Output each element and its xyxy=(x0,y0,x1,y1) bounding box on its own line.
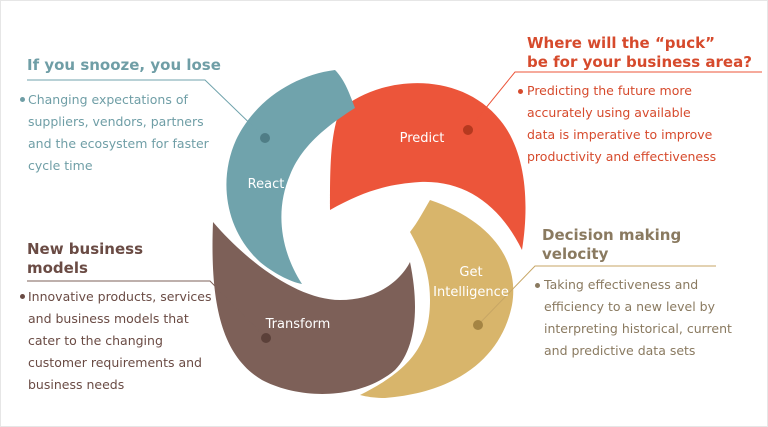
intelligence-callout-heading-line2: velocity xyxy=(542,245,609,263)
predict-callout: Where will the “puck” be for your busine… xyxy=(527,34,763,72)
intelligence-connector-line xyxy=(477,265,716,326)
predict-callout-heading-line2: be for your business area? xyxy=(527,53,752,71)
intelligence-callout-line: and predictive data sets xyxy=(544,343,696,358)
predict-callout-line: data is imperative to improve xyxy=(527,127,713,142)
transform-callout-line: customer requirements and xyxy=(28,355,202,370)
react-callout-line: Changing expectations of xyxy=(28,92,188,107)
react-callout-heading: If you snooze, you lose xyxy=(27,56,221,74)
intelligence-callout: Decision making velocity xyxy=(542,226,742,264)
intelligence-callout-heading-line1: Decision making xyxy=(542,226,682,244)
transform-callout-line: business needs xyxy=(28,377,125,392)
predict-callout-line: productivity and effectiveness xyxy=(527,149,717,164)
transform-callout: New business models xyxy=(27,240,227,278)
predict-segment xyxy=(330,83,526,250)
intelligence-callout-line: efficiency to a new level by xyxy=(544,299,715,314)
intelligence-label-line2: Intelligence xyxy=(433,285,509,300)
predict-bullet-dot xyxy=(518,89,523,94)
react-callout: If you snooze, you lose xyxy=(27,56,267,75)
react-segment xyxy=(226,70,355,284)
transform-callout-line: and business models that xyxy=(28,311,189,326)
transform-callout-heading-line2: models xyxy=(27,259,88,277)
transform-bullet-dot xyxy=(20,294,25,299)
transform-callout-line: cater to the changing xyxy=(28,333,163,348)
intelligence-callout-line: Taking effectiveness and xyxy=(544,277,699,292)
transform-connector-line xyxy=(27,280,267,339)
react-callout-line: cycle time xyxy=(28,158,93,173)
intelligence-connector-dot xyxy=(473,320,483,330)
predict-callout-line: Predicting the future more xyxy=(527,83,692,98)
transform-callout-heading-line1: New business xyxy=(27,240,144,258)
intelligence-callout-line: interpreting historical, current xyxy=(544,321,732,336)
react-connector-line xyxy=(27,79,266,139)
transform-label: Transform xyxy=(265,317,331,332)
intelligence-label-line1: Get xyxy=(459,265,482,280)
predict-connector-line xyxy=(467,71,762,131)
react-label: React xyxy=(248,177,285,192)
react-bullet-dot xyxy=(20,97,25,102)
transform-segment xyxy=(212,222,415,394)
react-callout-line: and the ecosystem for faster xyxy=(28,136,209,151)
predict-label: Predict xyxy=(400,131,445,146)
predict-callout-heading-line1: Where will the “puck” xyxy=(527,34,715,52)
predict-connector-dot xyxy=(463,125,473,135)
react-callout-line: suppliers, vendors, partners xyxy=(28,114,204,129)
react-connector-dot xyxy=(260,133,270,143)
intelligence-segment xyxy=(360,200,514,398)
transform-connector-dot xyxy=(261,333,271,343)
transform-callout-line: Innovative products, services xyxy=(28,289,212,304)
predict-callout-line: accurately using available xyxy=(527,105,691,120)
intelligence-bullet-dot xyxy=(535,283,540,288)
